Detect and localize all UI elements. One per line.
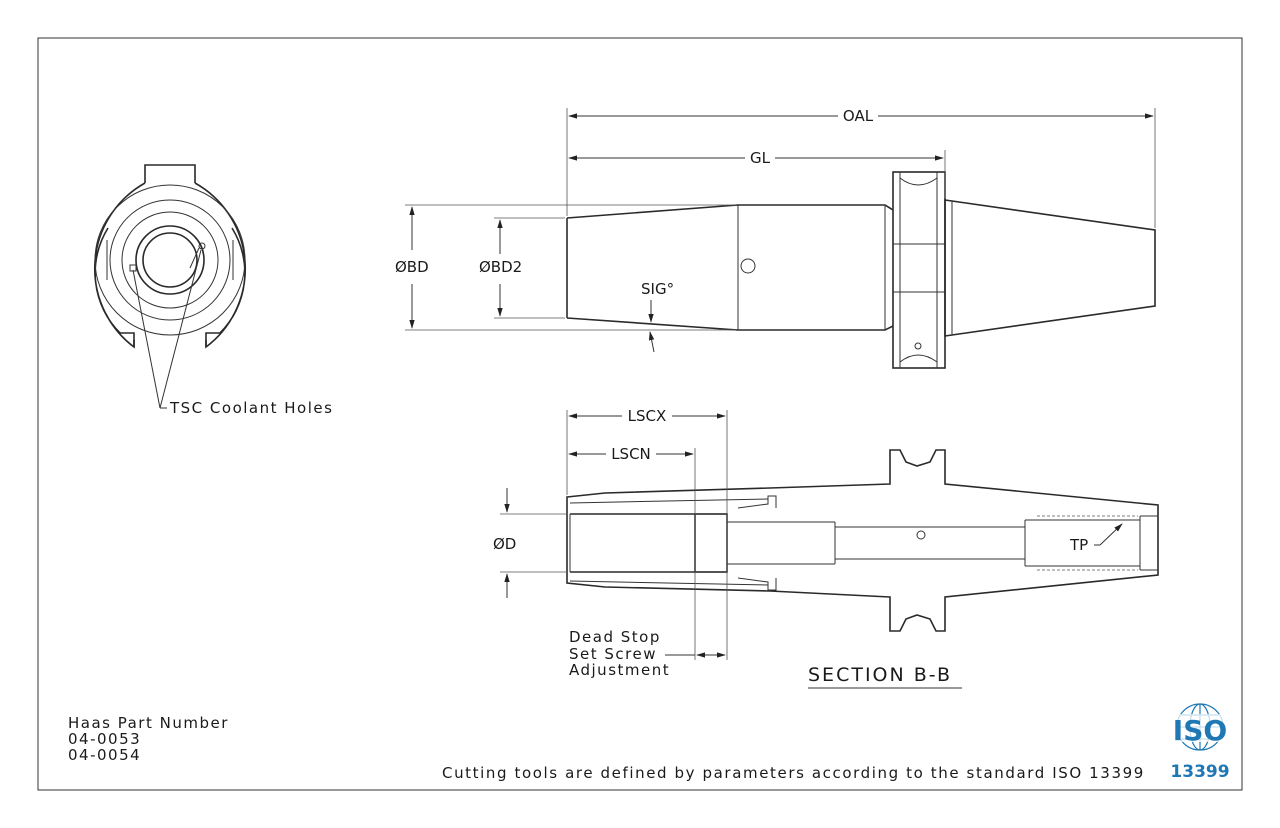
lscn-dimension [568,448,696,660]
iso-logo-number: 13399 [1170,762,1229,782]
d-label: ØD [493,535,516,553]
drawing-border [37,37,1243,791]
coolant-holes-label: TSC Coolant Holes [169,399,333,417]
part-number-item: 04-0053 [68,730,141,748]
lscn-label: LSCN [611,445,651,463]
bd-dimension [405,204,736,331]
side-view [566,171,1156,369]
sig-label: SIG° [641,280,674,298]
dead-stop-label-line3: Adjustment [569,661,670,679]
gl-dimension [568,150,946,198]
iso-logo: ISO 13399 [1168,703,1232,782]
tp-label: TP [1069,536,1088,554]
end-view [93,164,247,349]
bd-label: ØBD [395,258,429,276]
d-dimension [500,488,568,598]
oal-dimension [566,108,1156,228]
lscx-label: LSCX [628,407,667,425]
oal-label: OAL [843,107,874,125]
dead-stop-label-line1: Dead Stop [569,628,661,646]
section-view [566,449,1159,632]
iso-logo-word: ISO [1173,714,1227,747]
sig-dimension [648,300,655,353]
bd2-dimension [494,217,565,319]
section-title: SECTION B-B [808,664,952,686]
dead-stop-label-line2: Set Screw [569,645,657,663]
part-number-item: 04-0054 [68,746,141,764]
tp-leader [1094,523,1123,546]
part-number-heading: Haas Part Number [68,714,229,732]
bd2-label: ØBD2 [479,258,522,276]
coolant-leader [132,249,202,409]
footer-text: Cutting tools are defined by parameters … [442,764,1145,782]
gl-label: GL [750,149,771,167]
lscx-dimension [566,410,728,660]
